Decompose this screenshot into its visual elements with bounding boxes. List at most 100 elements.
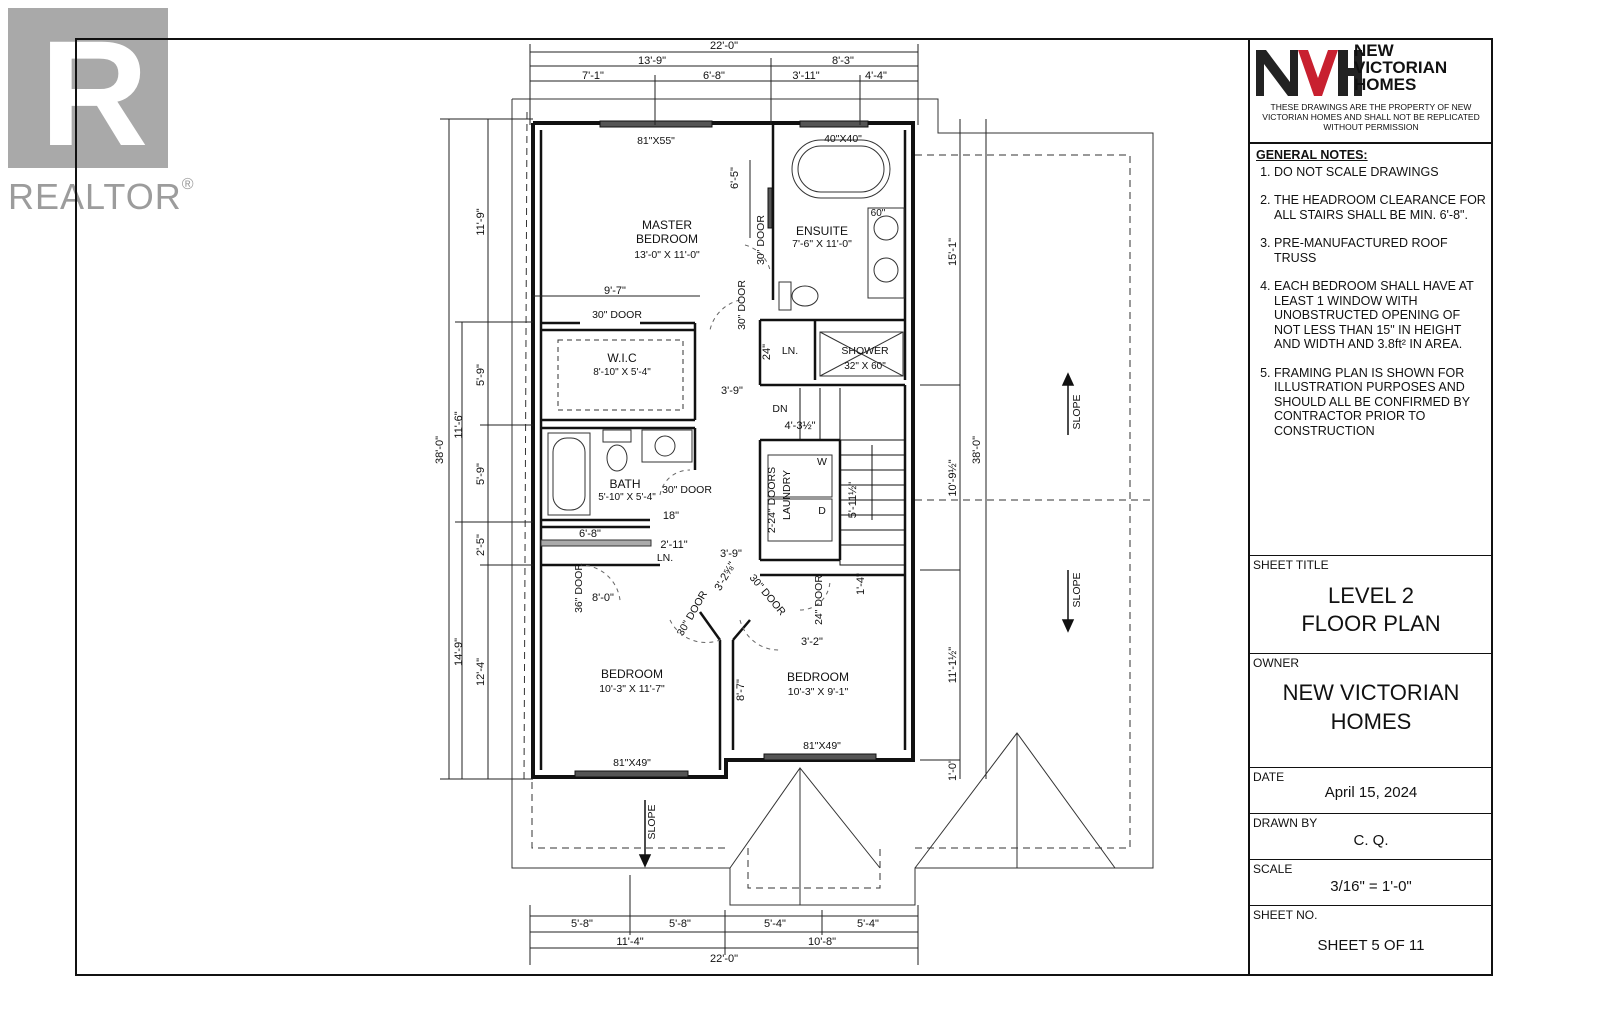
bathtub-main <box>547 432 591 516</box>
room-bedroom-right-name: BEDROOM <box>787 670 849 684</box>
door-label-wic: 30" DOOR <box>592 309 642 321</box>
date-label: DATE <box>1253 770 1285 784</box>
door-swings <box>579 244 831 651</box>
dim-left-c3: 5'-9" <box>475 463 487 485</box>
dim-int-65: 6'-5" <box>729 167 741 189</box>
nvh-logo-mark <box>1256 50 1362 96</box>
door-label-bedroom-right: 30" DOOR <box>747 572 788 618</box>
door-label-closet-right: 24" DOOR <box>813 575 825 625</box>
company-name-line-1: NEW <box>1354 41 1394 60</box>
date-value: April 15, 2024 <box>1324 784 1418 801</box>
dim-top-c3: 3'-11" <box>792 70 819 82</box>
laundry-label: LAUNDRY <box>781 470 793 520</box>
dimension-lines <box>440 44 987 965</box>
general-note-item: THE HEADROOM CLEARANCE FOR ALL STAIRS SH… <box>1274 193 1488 222</box>
realtor-logo-mark: R <box>8 8 168 168</box>
dim-int-39b: 3'-9" <box>720 548 742 560</box>
dim-left-c5: 12'-4" <box>475 658 487 686</box>
room-bath-size: 5'-10" X 5'-4" <box>598 492 656 503</box>
general-note-item: EACH BEDROOM SHALL HAVE AT LEAST 1 WINDO… <box>1274 279 1488 352</box>
stair-down-label: DN <box>772 403 787 415</box>
washer-label: W <box>817 456 827 468</box>
company-name-line-2: VICTORIAN <box>1354 58 1448 77</box>
door-label-bedroom-left: 30" DOOR <box>675 589 711 639</box>
scale-label: SCALE <box>1253 862 1293 876</box>
sheet-title-value: LEVEL 2 FLOOR PLAN <box>1250 582 1492 638</box>
room-ensuite-name: ENSUITE <box>796 224 848 238</box>
dim-int-97: 9'-7" <box>604 285 626 297</box>
window-label-bedroom-right: 81"X49" <box>803 740 841 752</box>
room-shower-size: 32" X 60" <box>844 361 886 372</box>
dim-top-a: 13'-9" <box>638 55 666 67</box>
dim-right-a: 15'-1" <box>947 238 959 266</box>
vanity-width-label: 60" <box>871 208 886 219</box>
sheet-number-label: SHEET NO. <box>1253 908 1318 922</box>
dim-int-32: 3'-2" <box>801 636 823 648</box>
room-bedroom-left-size: 10'-3" X 11'-7" <box>599 683 665 695</box>
dim-bot-overall: 22'-0" <box>710 953 738 965</box>
dryer-label: D <box>818 505 826 517</box>
owner-label: OWNER <box>1253 656 1299 670</box>
company-logo: NEW VICTORIAN HOMES THESE DRAWINGS ARE T… <box>1250 40 1492 144</box>
general-notes-title: GENERAL NOTES: <box>1256 148 1368 162</box>
room-bath-name: BATH <box>609 477 640 491</box>
general-note-item: FRAMING PLAN IS SHOWN FOR ILLUSTRATION P… <box>1274 366 1488 439</box>
dim-right-c: 11'-1½" <box>947 647 959 683</box>
company-name: NEW VICTORIAN HOMES <box>1354 42 1447 93</box>
window-label-bedroom-left: 81"X49" <box>613 757 651 769</box>
dim-left-overall: 38'-0" <box>434 436 446 464</box>
dim-int-80: 8'-0" <box>592 592 614 604</box>
owner-section: OWNER NEW VICTORIAN HOMES <box>1250 653 1492 768</box>
sheet-title-line-2: FLOOR PLAN <box>1301 611 1441 636</box>
realtor-brand: REALTOR <box>8 176 182 217</box>
owner-line-2: HOMES <box>1330 709 1412 734</box>
dim-left-a: 11'-6" <box>453 411 465 438</box>
dim-top-b: 8'-3" <box>832 55 854 67</box>
laundry-doors-label: 2-24" DOORS <box>766 467 778 533</box>
realtor-reg-mark: ® <box>181 176 195 193</box>
dim-left-c2: 5'-9" <box>475 364 487 386</box>
room-shower-name: SHOWER <box>841 345 889 357</box>
door-label-closet: 36" DOOR <box>573 563 585 613</box>
sheet-border <box>75 38 1493 976</box>
window-label-master: 81"X55" <box>637 135 675 147</box>
door-label-bath: 30" DOOR <box>662 484 712 496</box>
room-master-size: 13'-0" X 11'-0" <box>634 249 700 261</box>
general-note-item: DO NOT SCALE DRAWINGS <box>1274 165 1488 180</box>
window-label-ensuite: 40"X40" <box>824 133 862 145</box>
title-block: NEW VICTORIAN HOMES THESE DRAWINGS ARE T… <box>1250 40 1492 974</box>
general-notes-list: DO NOT SCALE DRAWINGS THE HEADROOM CLEAR… <box>1256 165 1488 439</box>
room-wic-size: 8'-10" X 5'-4" <box>593 367 651 378</box>
sheet-title-line-1: LEVEL 2 <box>1327 583 1415 608</box>
room-master-name-1: MASTER <box>642 218 692 232</box>
dimension-labels: 22'-0" 13'-9" 8'-3" 7'-1" 6'-8" 3'-11" 4… <box>434 40 983 965</box>
sheet-title-section: SHEET TITLE LEVEL 2 FLOOR PLAN <box>1250 555 1492 654</box>
dim-int-432: 4'-3½" <box>784 420 815 432</box>
dim-bot-c2: 5'-8" <box>669 918 691 930</box>
door-label-master: 30" DOOR <box>736 280 748 330</box>
drawn-by-value: C. Q. <box>1353 832 1389 849</box>
slope-arrows <box>638 372 1075 868</box>
dim-int-87: 8'-7" <box>735 679 747 701</box>
linen-lower-label: LN. <box>657 552 673 564</box>
bathtub-ensuite <box>791 139 891 199</box>
interior-walls <box>539 123 907 770</box>
drawn-by-label: DRAWN BY <box>1253 816 1318 830</box>
general-note-item: PRE-MANUFACTURED ROOF TRUSS <box>1274 236 1488 265</box>
dim-int-5115: 5'-11½" <box>847 482 859 518</box>
linen-upper-label: LN. <box>782 345 798 357</box>
dim-bot-a: 11'-4" <box>616 936 643 948</box>
slope-label-upper: SLOPE <box>1071 394 1083 429</box>
room-bedroom-left-name: BEDROOM <box>601 667 663 681</box>
roof-outline <box>511 98 1154 906</box>
staircase <box>799 388 906 566</box>
owner-value: NEW VICTORIAN HOMES <box>1250 678 1492 736</box>
scale-section: SCALE 3/16" = 1'-0" <box>1250 859 1492 906</box>
sheet-number-section: SHEET NO. SHEET 5 OF 11 <box>1250 905 1492 975</box>
owner-line-1: NEW VICTORIAN <box>1282 680 1460 705</box>
window-labels: 81"X55" 40"X40" 81"X49" 81"X49" <box>613 133 862 769</box>
dim-int-211: 2'-11" <box>660 539 687 551</box>
company-name-line-3: HOMES <box>1354 75 1417 94</box>
realtor-watermark: R REALTOR® <box>8 8 198 218</box>
